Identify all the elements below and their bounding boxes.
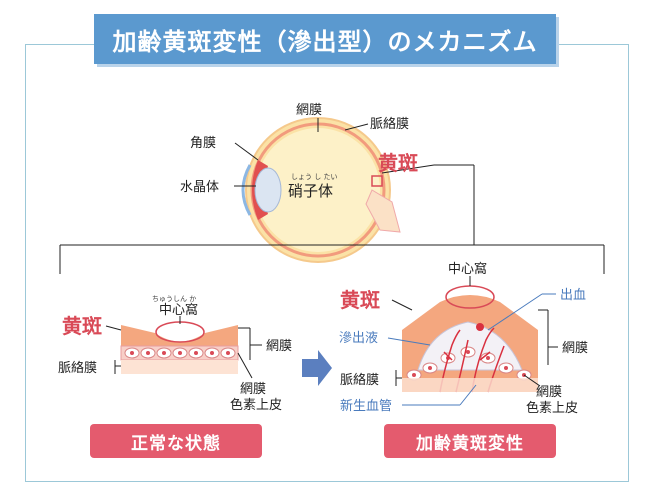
amd-label-choroid: 脈絡膜 <box>340 372 379 388</box>
normal-rpe-nuclei <box>130 351 230 355</box>
normal-choroid-band <box>121 360 238 374</box>
normal-label-macula: 黄斑 <box>62 314 102 338</box>
amd-label-rpe-line1: 網膜 <box>536 385 562 400</box>
lens-shape <box>254 167 282 213</box>
amd-choroid-band <box>402 378 538 392</box>
eye-leader-lines <box>234 118 475 245</box>
normal-label-retina: 網膜 <box>266 339 292 354</box>
normal-rpe-cells <box>124 347 236 359</box>
amd-rpe-nuclei <box>412 350 526 377</box>
optic-nerve-shape <box>365 189 401 233</box>
eye-label-vitreous-ruby: しょう し たい <box>291 173 337 181</box>
amd-label-exudate: 滲出液 <box>339 331 378 346</box>
normal-caption-pill: 正常な状態 <box>90 424 262 458</box>
eye-label-choroid: 脈絡膜 <box>370 116 409 132</box>
eye-label-cornea: 角膜 <box>190 136 216 151</box>
amd-hemorrhage-spot <box>476 323 484 331</box>
eye-label-lens: 水晶体 <box>180 180 219 195</box>
amd-leader-lines-blue <box>387 293 556 406</box>
amd-retina-panel <box>402 285 538 393</box>
amd-caption: 加齢黄斑変性 <box>416 433 524 454</box>
amd-label-macula: 黄斑 <box>340 288 380 312</box>
normal-fovea-circle <box>155 321 205 343</box>
normal-leader-lines <box>105 316 262 379</box>
amd-label-rpe-line2: 色素上皮 <box>526 400 578 416</box>
normal-label-rpe-line1: 網膜 <box>240 382 266 397</box>
page-title: 加齢黄斑変性（滲出型）のメカニズム <box>112 27 538 56</box>
amd-caption-pill: 加齢黄斑変性 <box>384 424 556 458</box>
amd-label-neovessel: 新生血管 <box>340 398 392 414</box>
normal-caption: 正常な状態 <box>131 433 221 454</box>
normal-label-choroid: 脈絡膜 <box>58 360 97 376</box>
amd-leader-lines-black <box>391 276 558 387</box>
amd-label-retina: 網膜 <box>562 341 588 356</box>
normal-label-fovea: 中心窩 <box>159 302 198 318</box>
vitreous-shape <box>256 128 380 252</box>
cornea-shape <box>241 164 252 216</box>
normal-retina-panel <box>120 321 239 374</box>
panel-bracket <box>59 244 605 274</box>
eye-label-vitreous: 硝子体 <box>288 182 333 200</box>
eye-label-macula: 黄斑 <box>378 151 418 175</box>
macula-marker-box <box>371 175 383 187</box>
normal-label-fovea-ruby: ちゅうしん か <box>152 295 196 303</box>
amd-label-fovea: 中心窩 <box>448 261 487 277</box>
normal-label-rpe-line2: 色素上皮 <box>230 397 282 413</box>
progression-arrow-icon <box>302 350 332 386</box>
eye-label-retina: 網膜 <box>296 103 322 118</box>
title-banner: 加齢黄斑変性（滲出型）のメカニズム <box>94 14 556 64</box>
amd-label-hemorrhage: 出血 <box>560 288 586 303</box>
